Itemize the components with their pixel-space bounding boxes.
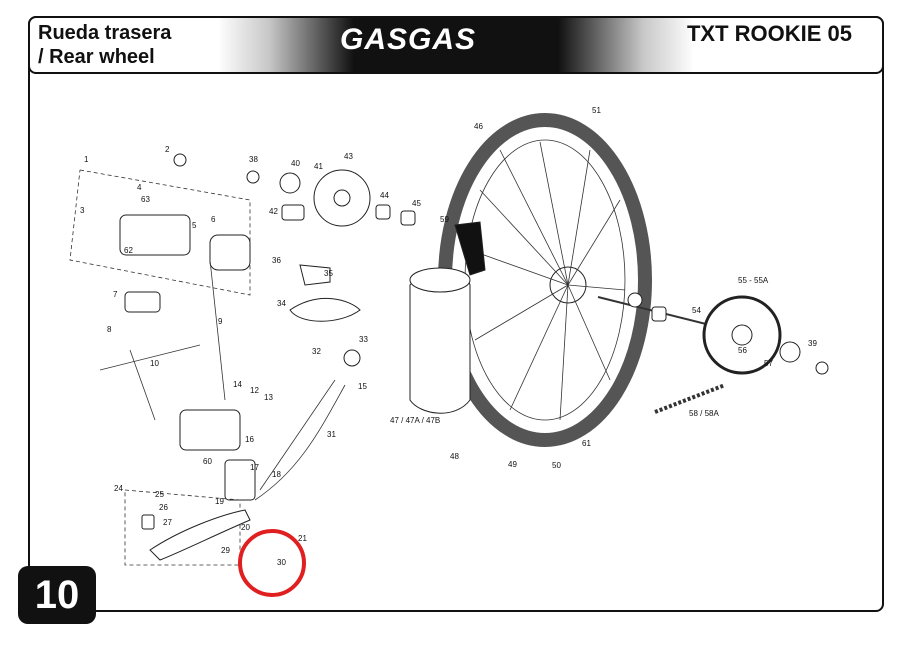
- callout-38: 38: [249, 155, 258, 164]
- callout-47: 47 / 47A / 47B: [390, 416, 440, 425]
- title-english: / Rear wheel: [38, 46, 155, 68]
- callout-35: 35: [324, 269, 333, 278]
- callout-labels: 1 2 3 4 5 6 7 8 9 10 12 13 14 15 16 17 1…: [80, 106, 817, 567]
- callout-36: 36: [272, 256, 281, 265]
- callout-24: 24: [114, 484, 123, 493]
- callout-1: 1: [84, 155, 89, 164]
- callout-13a: 13: [264, 393, 273, 402]
- callout-6a: 6: [211, 215, 216, 224]
- callout-45: 45: [412, 199, 421, 208]
- callout-27: 27: [163, 518, 172, 527]
- rear-wheel: [409, 113, 652, 447]
- callout-32: 32: [312, 347, 321, 356]
- callout-43: 43: [344, 152, 353, 161]
- callout-31: 31: [327, 430, 336, 439]
- callout-26: 26: [159, 503, 168, 512]
- title-spanish: Rueda trasera: [38, 22, 172, 44]
- callout-39: 39: [808, 339, 817, 348]
- callout-41: 41: [314, 162, 323, 171]
- callout-60: 60: [203, 457, 212, 466]
- callout-55: 55 - 55A: [738, 276, 769, 285]
- callout-8: 8: [107, 325, 112, 334]
- callout-63: 63: [141, 195, 150, 204]
- header-bar: Rueda trasera / Rear wheel GASGAS TXT RO…: [28, 16, 884, 74]
- disc-hub-group: [246, 169, 416, 227]
- callout-40: 40: [291, 159, 300, 168]
- callout-5a: 5: [192, 221, 197, 230]
- callout-29: 29: [221, 546, 230, 555]
- callout-62: 62: [124, 246, 133, 255]
- callout-59: 59: [440, 215, 449, 224]
- callout-16: 16: [245, 435, 254, 444]
- callout-25: 25: [155, 490, 164, 499]
- brand-logo: GASGAS: [340, 23, 477, 56]
- callout-57: 57: [764, 359, 773, 368]
- callout-4: 4: [137, 183, 142, 192]
- callout-15: 15: [358, 382, 367, 391]
- callout-12: 12: [250, 386, 259, 395]
- callout-51: 51: [592, 106, 601, 115]
- caliper-assembly-group: [69, 153, 251, 313]
- callout-21: 21: [298, 534, 307, 543]
- callout-50: 50: [552, 461, 561, 470]
- callout-30: 30: [277, 558, 286, 567]
- callout-48: 48: [450, 452, 459, 461]
- callout-19: 19: [215, 497, 224, 506]
- callout-54: 54: [692, 306, 701, 315]
- callout-33: 33: [359, 335, 368, 344]
- callout-10: 10: [150, 359, 159, 368]
- callout-61: 61: [582, 439, 591, 448]
- axle-sprocket-group: [597, 292, 829, 414]
- callout-46: 46: [474, 122, 483, 131]
- page-number-badge: 10: [18, 566, 96, 624]
- brake-linkage-group: [99, 259, 361, 501]
- callout-18: 18: [272, 470, 281, 479]
- callout-7: 7: [113, 290, 118, 299]
- callout-58: 58 / 58A: [689, 409, 719, 418]
- model-name: TXT ROOKIE 05: [686, 21, 852, 46]
- callout-49: 49: [508, 460, 517, 469]
- callout-3: 3: [80, 206, 85, 215]
- callout-2: 2: [165, 145, 170, 154]
- callout-56: 56: [738, 346, 747, 355]
- callout-42: 42: [269, 207, 278, 216]
- callout-34: 34: [277, 299, 286, 308]
- callout-14: 14: [233, 380, 242, 389]
- highlight-circle: [238, 529, 306, 597]
- callout-20: 20: [241, 523, 250, 532]
- callout-44: 44: [380, 191, 389, 200]
- callout-9: 9: [218, 317, 223, 326]
- pedal-group: [124, 489, 251, 566]
- callout-17: 17: [250, 463, 259, 472]
